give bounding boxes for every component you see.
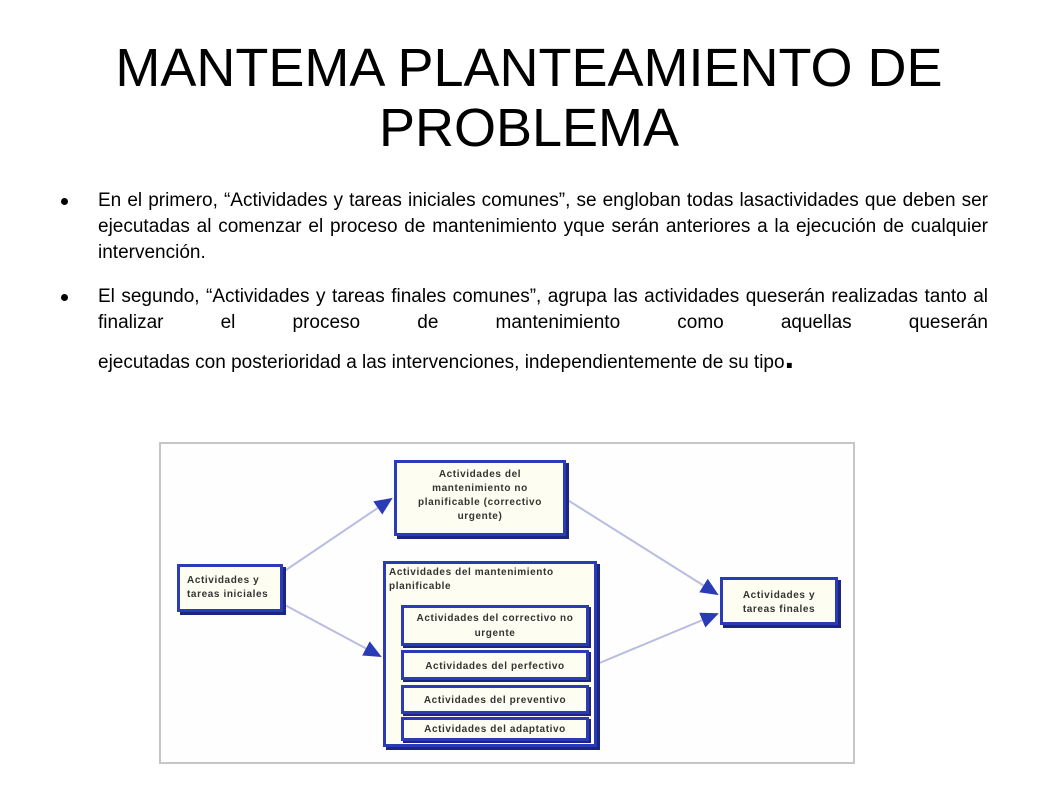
arrow-unplanned-to-final bbox=[565, 498, 719, 596]
box-label-line: Actividades del correctivo no bbox=[416, 613, 574, 624]
diagram-arrows bbox=[282, 497, 719, 665]
bullet-text-tail: ejecutadas con posterioridad a las inter… bbox=[98, 352, 785, 373]
box-final-tasks: Actividades y tareas finales bbox=[720, 577, 838, 625]
box-initial-tasks: Actividades y tareas iniciales bbox=[177, 564, 283, 612]
list-item: En el primero, “Actividades y tareas ini… bbox=[58, 188, 988, 266]
box-label-line: Actividades del mantenimiento bbox=[389, 567, 554, 578]
box-label-line: Actividades y bbox=[742, 590, 816, 601]
box-label-line: planificable (correctivo bbox=[418, 497, 542, 508]
box-label-line: Actividades y bbox=[187, 575, 260, 586]
box-label-line: urgente bbox=[474, 628, 516, 639]
bullet-list: En el primero, “Actividades y tareas ini… bbox=[58, 188, 988, 394]
bullet-text-last-line: ejecutadas con posterioridad a las inter… bbox=[98, 340, 794, 376]
box-label-line: Actividades del bbox=[438, 469, 522, 480]
list-item: El segundo, “Actividades y tareas finale… bbox=[58, 284, 988, 376]
page-title: MANTEMA PLANTEAMIENTO DE PROBLEMA bbox=[115, 38, 943, 158]
box-label-line: mantenimiento no bbox=[432, 483, 528, 494]
box-label-line: Actividades del perfectivo bbox=[425, 661, 565, 672]
arrow-planned-to-final bbox=[596, 612, 719, 665]
process-diagram: Actividades y tareas iniciales Actividad… bbox=[159, 442, 855, 764]
arrow-initial-to-unplanned bbox=[282, 497, 393, 573]
box-label-line: urgente) bbox=[457, 511, 503, 522]
bullet-text: En el primero, “Actividades y tareas ini… bbox=[98, 190, 988, 263]
box-label-line: planificable bbox=[389, 581, 452, 592]
box-preventive: Actividades del preventivo bbox=[401, 685, 589, 714]
arrow-initial-to-planned bbox=[282, 603, 382, 657]
box-label-line: tareas finales bbox=[742, 604, 816, 615]
box-non-urgent-corrective: Actividades del correctivo no urgente bbox=[401, 605, 589, 646]
bullet-dot-icon bbox=[61, 294, 68, 301]
box-adaptive: Actividades del adaptativo bbox=[401, 717, 589, 741]
end-mark: . bbox=[784, 338, 795, 376]
box-perfective: Actividades del perfectivo bbox=[401, 650, 589, 680]
box-label-line: Actividades del adaptativo bbox=[424, 724, 566, 735]
box-unplanned-maintenance: Actividades del mantenimiento no planifi… bbox=[394, 460, 566, 536]
bullet-text: El segundo, “Actividades y tareas finale… bbox=[98, 286, 988, 333]
box-label-line: Actividades del preventivo bbox=[423, 695, 567, 706]
box-label-line: tareas iniciales bbox=[187, 589, 269, 600]
bullet-dot-icon bbox=[61, 198, 68, 205]
